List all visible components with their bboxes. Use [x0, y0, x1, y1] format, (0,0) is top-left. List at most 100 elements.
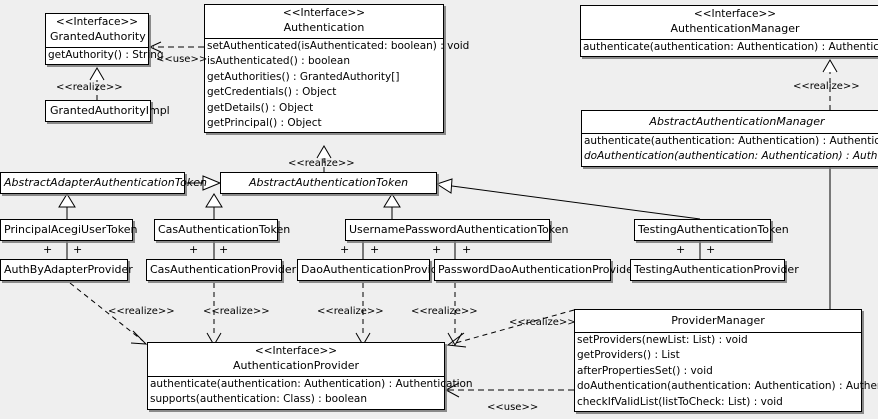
member-row: setAuthenticated(isAuthenticated: boolea…	[207, 40, 470, 52]
class-header-principal-acegi-user-token: PrincipalAcegiUserToken	[1, 220, 138, 240]
class-name-label: AuthenticationProvider	[232, 359, 360, 372]
member-row: getAuthorities() : GrantedAuthority[]	[207, 70, 400, 83]
class-name-label: AbstractAdapterAuthenticationToken	[4, 176, 207, 189]
class-name-label: AuthByAdapterProvider	[4, 263, 133, 276]
edge-label-use-provider-manager: <<use>>	[487, 402, 539, 413]
class-header-cas-authentication-token: CasAuthenticationToken	[155, 220, 290, 240]
edge-label-realize-auth-by-adapter-provider: <<realize>>	[108, 306, 175, 317]
edge-label-realize-abstract-authentication-token: <<realize>>	[288, 158, 355, 169]
member-row: authenticate(authentication: Authenticat…	[583, 41, 878, 53]
association-plus-marker: +	[676, 243, 686, 256]
class-name-label: PasswordDaoAuthenticationProvider	[438, 263, 638, 276]
class-name-label: Authentication	[283, 21, 365, 34]
class-name-label: AuthenticationManager	[670, 22, 800, 35]
edge-label-realize-abstract-authentication-manager: <<realize>>	[793, 81, 860, 92]
class-box-testing-authentication-token[interactable]: TestingAuthenticationToken	[634, 219, 789, 241]
edge-label-use-authentication-grantedauthority: <<use>>	[156, 54, 208, 65]
class-box-authentication-provider[interactable]: <<Interface>> AuthenticationProvider aut…	[147, 342, 473, 410]
class-name-label: PrincipalAcegiUserToken	[4, 223, 138, 236]
member-row: getProviders() : List	[577, 349, 680, 362]
member-row: getCredentials() : Object	[207, 86, 337, 99]
class-box-auth-by-adapter-provider[interactable]: AuthByAdapterProvider	[0, 259, 133, 281]
class-name-label: GrantedAuthority	[50, 30, 146, 43]
edge-label-realize-provider-manager: <<realize>>	[509, 317, 576, 328]
member-row: isAuthenticated() : boolean	[207, 55, 350, 68]
class-box-granted-authority[interactable]: <<Interface>> GrantedAuthority getAuthor…	[45, 13, 164, 66]
member-row: getAuthority() : String	[48, 49, 164, 61]
class-header-testing-authentication-provider: TestingAuthenticationProvider	[631, 260, 799, 280]
class-header-authentication: <<Interface>> Authentication	[205, 5, 443, 38]
stereotype-label: <<Interface>>	[55, 16, 139, 28]
class-box-cas-authentication-token[interactable]: CasAuthenticationToken	[154, 219, 290, 241]
stereotype-label: <<Interface>>	[282, 7, 366, 19]
class-members-provider-manager: setProviders(newList: List) : void getPr…	[575, 332, 878, 411]
edge-label-realize-dao-authentication-provider: <<realize>>	[317, 306, 384, 317]
class-header-abstract-adapter-authentication-token: AbstractAdapterAuthenticationToken	[1, 173, 207, 193]
class-header-username-password-authentication-token: UsernamePasswordAuthenticationToken	[346, 220, 569, 240]
edge-label-realize-cas-authentication-provider: <<realize>>	[203, 306, 270, 317]
member-row: doAuthentication(authentication: Authent…	[577, 380, 878, 393]
class-name-label: TestingAuthenticationProvider	[634, 263, 799, 276]
class-header-authentication-provider: <<Interface>> AuthenticationProvider	[148, 343, 444, 376]
class-header-abstract-authentication-manager: AbstractAuthenticationManager	[582, 111, 878, 133]
member-row: getPrincipal() : Object	[207, 117, 322, 130]
member-row: setProviders(newList: List) : void	[577, 334, 748, 346]
class-members-abstract-authentication-manager: authenticate(authentication: Authenticat…	[582, 133, 878, 166]
class-box-provider-manager[interactable]: ProviderManager setProviders(newList: Li…	[574, 309, 878, 413]
class-header-dao-authentication-provider: DaoAuthenticationProvider	[298, 260, 449, 280]
association-plus-marker: +	[340, 243, 350, 256]
association-plus-marker: +	[43, 243, 53, 256]
class-header-password-dao-authentication-provider: PasswordDaoAuthenticationProvider	[435, 260, 638, 280]
class-members-authentication-manager: authenticate(authentication: Authenticat…	[581, 39, 878, 56]
class-name-label: ProviderManager	[671, 314, 765, 327]
class-box-granted-authority-impl[interactable]: GrantedAuthorityImpl	[45, 100, 170, 122]
class-box-cas-authentication-provider[interactable]: CasAuthenticationProvider	[146, 259, 297, 281]
class-header-testing-authentication-token: TestingAuthenticationToken	[635, 220, 789, 240]
class-name-label: GrantedAuthorityImpl	[50, 104, 170, 117]
edge-label-realize-granted-authority-impl: <<realize>>	[56, 82, 123, 93]
member-row: getDetails() : Object	[207, 101, 314, 114]
association-plus-marker: +	[219, 243, 229, 256]
association-plus-marker: +	[462, 243, 472, 256]
class-name-label: DaoAuthenticationProvider	[301, 263, 449, 276]
class-header-authentication-manager: <<Interface>> AuthenticationManager	[581, 6, 878, 39]
class-header-auth-by-adapter-provider: AuthByAdapterProvider	[1, 260, 133, 280]
class-header-abstract-authentication-token: AbstractAuthenticationToken	[221, 173, 436, 193]
class-members-granted-authority: getAuthority() : String	[46, 47, 164, 64]
member-row: supports(authentication: Class) : boolea…	[150, 393, 367, 406]
class-members-authentication: setAuthenticated(isAuthenticated: boolea…	[205, 38, 470, 132]
class-name-label: AbstractAuthenticationManager	[649, 115, 825, 128]
stereotype-label: <<Interface>>	[693, 8, 777, 20]
class-box-abstract-adapter-authentication-token[interactable]: AbstractAdapterAuthenticationToken	[0, 172, 207, 194]
class-name-label: CasAuthenticationProvider	[150, 263, 297, 276]
association-plus-marker: +	[189, 243, 199, 256]
class-name-label: AbstractAuthenticationToken	[248, 176, 409, 189]
class-box-testing-authentication-provider[interactable]: TestingAuthenticationProvider	[630, 259, 799, 281]
class-box-abstract-authentication-manager[interactable]: AbstractAuthenticationManager authentica…	[581, 110, 878, 167]
association-plus-marker: +	[706, 243, 716, 256]
class-box-abstract-authentication-token[interactable]: AbstractAuthenticationToken	[220, 172, 437, 194]
association-plus-marker: +	[370, 243, 380, 256]
class-name-label: UsernamePasswordAuthenticationToken	[349, 223, 569, 236]
class-box-username-password-authentication-token[interactable]: UsernamePasswordAuthenticationToken	[345, 219, 569, 241]
stereotype-label: <<Interface>>	[254, 345, 338, 357]
member-row: checkIfValidList(listToCheck: List) : vo…	[577, 395, 783, 408]
class-name-label: TestingAuthenticationToken	[638, 223, 789, 236]
class-box-principal-acegi-user-token[interactable]: PrincipalAcegiUserToken	[0, 219, 138, 241]
class-header-provider-manager: ProviderManager	[575, 310, 861, 332]
class-box-authentication[interactable]: <<Interface>> Authentication setAuthenti…	[204, 4, 470, 134]
class-header-cas-authentication-provider: CasAuthenticationProvider	[147, 260, 297, 280]
class-header-granted-authority: <<Interface>> GrantedAuthority	[46, 14, 148, 47]
association-plus-marker: +	[73, 243, 83, 256]
class-box-dao-authentication-provider[interactable]: DaoAuthenticationProvider	[297, 259, 449, 281]
member-row: afterPropertiesSet() : void	[577, 364, 713, 377]
class-box-authentication-manager[interactable]: <<Interface>> AuthenticationManager auth…	[580, 5, 878, 58]
class-box-password-dao-authentication-provider[interactable]: PasswordDaoAuthenticationProvider	[434, 259, 638, 281]
member-row: doAuthentication(authentication: Authent…	[584, 150, 878, 163]
class-members-authentication-provider: authenticate(authentication: Authenticat…	[148, 376, 473, 409]
member-row: authenticate(authentication: Authenticat…	[584, 135, 878, 147]
association-plus-marker: +	[432, 243, 442, 256]
member-row: authenticate(authentication: Authenticat…	[150, 378, 473, 390]
class-header-granted-authority-impl: GrantedAuthorityImpl	[46, 101, 170, 121]
